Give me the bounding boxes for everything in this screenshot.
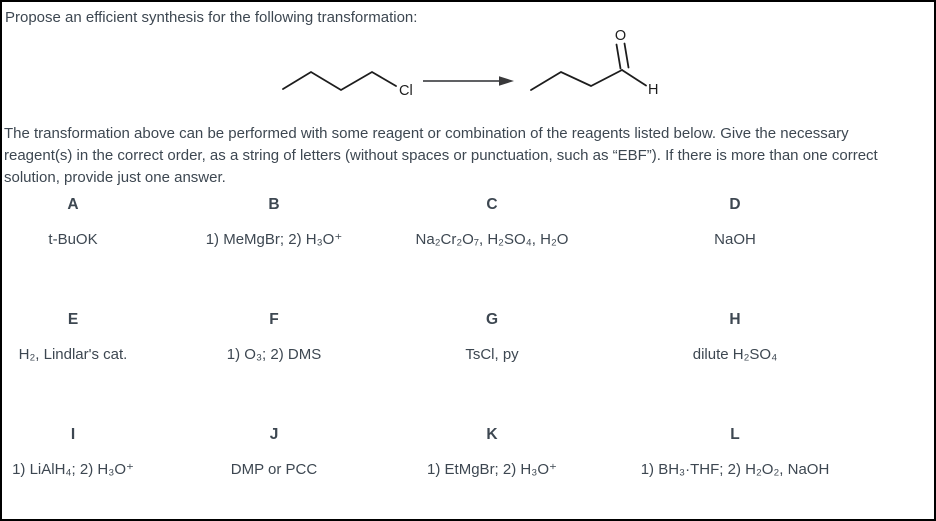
option-reagent: Na₂Cr₂O₇, H₂SO₄, H₂O [415,231,569,248]
options-row-1: A t-BuOK B 1) MeMgBr; 2) H₃O⁺ C Na₂Cr₂O₇… [2,195,934,250]
option-letter: L [730,426,740,443]
option-reagent: TsCl, py [465,346,519,363]
option-J: J DMP or PCC [144,425,404,480]
option-letter: E [67,311,79,328]
question-prompt: Propose an efficient synthesis for the f… [5,9,418,26]
product-structure: O H [530,28,658,98]
option-letter: C [486,196,498,213]
option-letter: D [729,196,741,213]
option-reagent: t-BuOK [48,231,98,248]
option-letter: J [269,426,279,443]
option-reagent: 1) MeMgBr; 2) H₃O⁺ [205,231,343,248]
instructions-line-3: solution, provide just one answer. [4,169,226,186]
option-B: B 1) MeMgBr; 2) H₃O⁺ [144,195,404,250]
option-reagent: DMP or PCC [230,461,318,478]
chlorine-atom-label: Cl [399,83,413,99]
hydrogen-atom-label: H [648,82,658,98]
option-letter: A [67,196,79,213]
option-reagent: 1) BH₃·THF; 2) H₂O₂, NaOH [640,461,830,478]
option-D: D NaOH [580,195,890,250]
reactant-structure: Cl [282,70,413,99]
options-row-3: I 1) LiAlH₄; 2) H₃O⁺ J DMP or PCC K 1) E… [2,425,934,480]
option-reagent: 1) EtMgBr; 2) H₃O⁺ [427,461,557,478]
option-letter: G [485,311,499,328]
option-reagent: H₂, Lindlar's cat. [18,346,128,363]
options-row-2: E H₂, Lindlar's cat. F 1) O₃; 2) DMS G T… [2,310,934,365]
option-C: C Na₂Cr₂O₇, H₂SO₄, H₂O [404,195,580,250]
option-reagent: 1) LiAlH₄; 2) H₃O⁺ [12,461,134,478]
option-G: G TsCl, py [404,310,580,365]
option-L: L 1) BH₃·THF; 2) H₂O₂, NaOH [580,425,890,480]
oxygen-atom-label: O [615,28,626,44]
option-letter: H [729,311,741,328]
instructions-line-1: The transformation above can be performe… [4,125,849,142]
option-letter: K [486,426,498,443]
reaction-arrow-icon [423,76,514,86]
option-reagent: NaOH [714,231,756,248]
option-letter: B [268,196,280,213]
option-E: E H₂, Lindlar's cat. [2,310,144,365]
option-I: I 1) LiAlH₄; 2) H₃O⁺ [2,425,144,480]
option-K: K 1) EtMgBr; 2) H₃O⁺ [404,425,580,480]
option-letter: I [70,426,76,443]
question-instructions: The transformation above can be performe… [4,123,934,189]
reaction-scheme: Cl O H [282,28,658,99]
option-F: F 1) O₃; 2) DMS [144,310,404,365]
option-reagent: dilute H₂SO₄ [692,346,778,363]
option-H: H dilute H₂SO₄ [580,310,890,365]
instructions-line-2: reagent(s) in the correct order, as a st… [4,147,878,164]
option-reagent: 1) O₃; 2) DMS [226,346,322,363]
option-letter: F [269,311,279,328]
option-A: A t-BuOK [2,195,144,250]
